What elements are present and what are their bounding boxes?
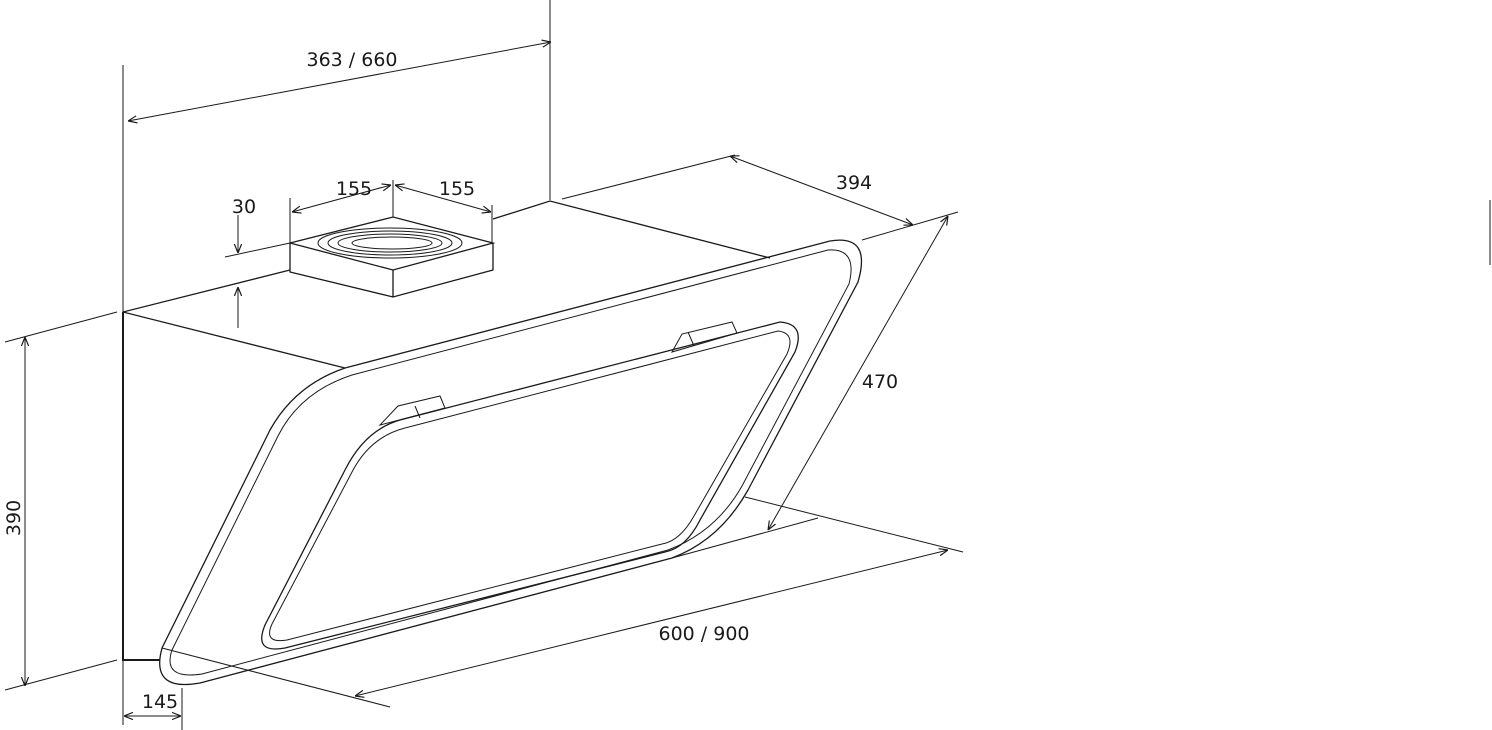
dim-outlet-right-label: 155	[439, 178, 475, 200]
glass-panel-outer	[159, 239, 863, 686]
inner-window	[261, 321, 799, 650]
dim-height-label: 390	[3, 500, 25, 536]
filter-slot	[378, 321, 738, 426]
hood-body	[122, 200, 863, 686]
dim-chimney-height-label: 363 / 660	[306, 49, 397, 71]
dim-depth-label: 394	[836, 172, 872, 194]
extension-lines	[4, 0, 1491, 730]
inner-window-edge	[269, 330, 791, 642]
glass-panel-edge	[169, 249, 852, 676]
dim-glass-height-label: 470	[862, 371, 898, 393]
dim-bottom-depth-label: 145	[142, 691, 178, 713]
dim-outlet-left-label: 155	[336, 178, 372, 200]
outlet-box	[289, 216, 496, 298]
dim-outlet-height-label: 30	[232, 196, 256, 218]
dim-width-label: 600 / 900	[658, 623, 749, 645]
dimension-arrows	[25, 42, 948, 716]
